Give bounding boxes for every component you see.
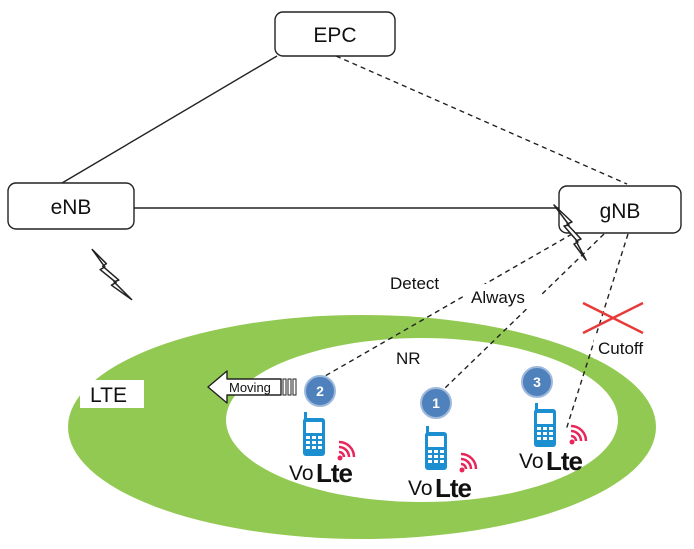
device-2: 2 Vo Lte xyxy=(289,375,356,488)
device-3-number: 3 xyxy=(533,374,541,390)
detect-label: Detect xyxy=(390,274,439,293)
cutoff-label: Cutoff xyxy=(598,339,643,358)
link-epc-gnb xyxy=(335,55,628,185)
always-label: Always xyxy=(471,288,525,307)
epc-node: EPC xyxy=(274,11,396,57)
link-gnb-device-1 xyxy=(442,233,605,391)
device-1: 1 Vo Lte xyxy=(408,387,478,503)
device-2-lte-label: Lte xyxy=(316,458,353,488)
device-1-lte-label: Lte xyxy=(435,473,472,503)
link-gnb-device-2 xyxy=(324,233,573,377)
moving-arrow-icon xyxy=(207,370,297,404)
link-epc-enb xyxy=(61,55,278,184)
moving-label: Moving xyxy=(229,380,271,395)
device-3-vo-label: Vo xyxy=(519,450,544,473)
device-3-badge xyxy=(521,366,553,398)
nr-area-label: NR xyxy=(396,349,421,368)
cutoff-x-icon xyxy=(582,301,644,335)
always-label-box xyxy=(466,284,542,308)
device-2-number: 2 xyxy=(316,383,324,399)
gnb-node: gNB xyxy=(558,185,682,234)
device-3: 3 Vo Lte xyxy=(519,366,588,476)
lte-area-label: LTE xyxy=(90,384,127,407)
device-1-badge xyxy=(420,387,452,419)
device-3-lte-label: Lte xyxy=(546,446,583,476)
link-gnb-device-3 xyxy=(565,233,629,431)
enb-node: eNB xyxy=(7,182,135,230)
epc-label: EPC xyxy=(313,24,356,47)
gnb-label: gNB xyxy=(600,200,641,223)
cutoff-label-box xyxy=(594,335,664,359)
detect-label-box xyxy=(384,270,456,294)
enb-label: eNB xyxy=(51,196,92,219)
device-2-badge xyxy=(304,375,336,407)
device-3-phone-icon xyxy=(534,403,556,447)
device-2-vo-label: Vo xyxy=(289,462,314,485)
device-1-phone-icon xyxy=(425,426,447,470)
lte-label-box xyxy=(80,380,144,408)
device-1-vo-label: Vo xyxy=(408,477,433,500)
lte-radio-bolt-icon xyxy=(91,244,133,305)
device-1-number: 1 xyxy=(432,395,440,411)
device-2-phone-icon xyxy=(303,412,325,456)
